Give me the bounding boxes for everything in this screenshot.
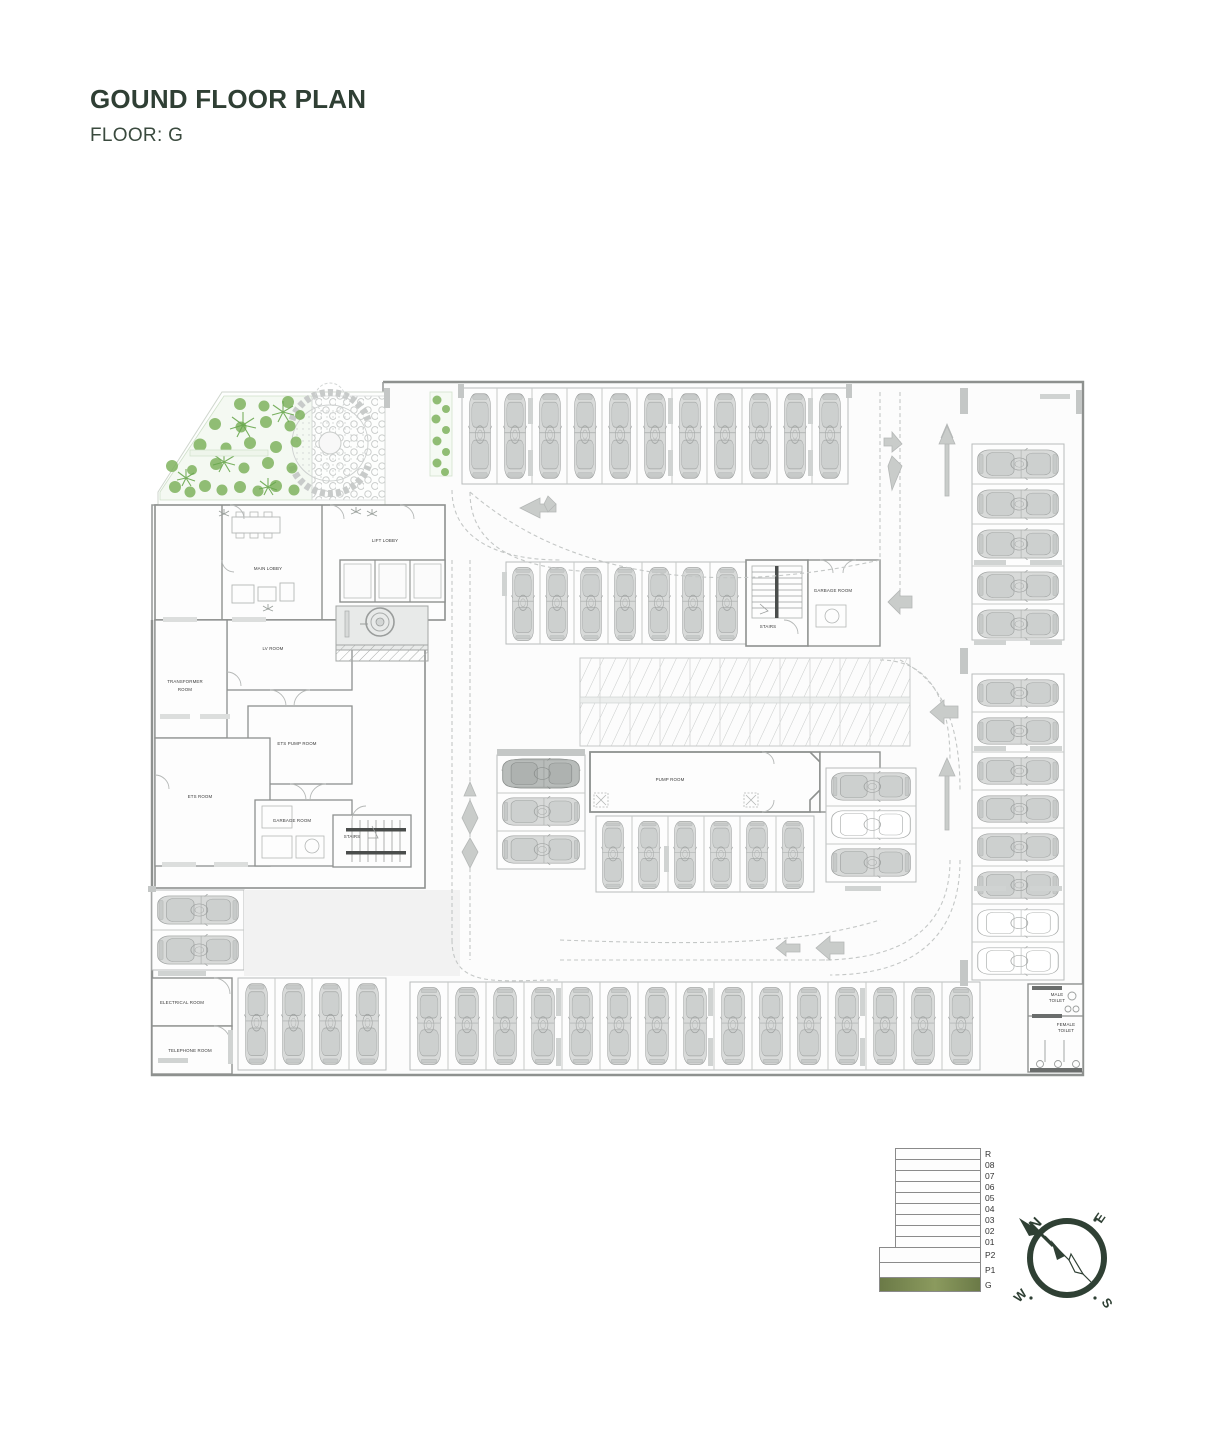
parking-stack-inner-right[interactable] bbox=[825, 767, 917, 891]
arrow-left-top bbox=[519, 495, 557, 519]
room-label: STAIRS bbox=[760, 624, 776, 629]
floor-key-row-p1[interactable]: P1 bbox=[879, 1262, 995, 1277]
circulation-paths bbox=[451, 391, 961, 982]
vehicle-ramp bbox=[579, 657, 911, 747]
compass-s-label: S bbox=[1099, 1295, 1116, 1311]
arrow-up-right-1 bbox=[938, 422, 956, 497]
floor-key-row-04[interactable]: 04 bbox=[895, 1203, 994, 1214]
floor-key-row-07[interactable]: 07 bbox=[895, 1170, 994, 1181]
floor-key-label: 01 bbox=[985, 1237, 995, 1247]
parking-row-top[interactable] bbox=[458, 384, 852, 485]
compass-e-label: E bbox=[1091, 1210, 1108, 1226]
floor-key-label: 05 bbox=[985, 1193, 995, 1203]
compass-rose: N E S W bbox=[1005, 1198, 1120, 1316]
room-label: ROOM bbox=[178, 687, 192, 692]
arrow-updown-center-left bbox=[461, 780, 479, 869]
parking-column-right-lower[interactable] bbox=[971, 673, 1065, 981]
room-labels: MAIN LOBBY LIFT LOBBY LV ROOM TRANSFORMER RO… bbox=[160, 538, 1075, 1053]
arrow-up-right-2 bbox=[938, 757, 956, 831]
direction-arrows bbox=[461, 422, 959, 961]
floor-key-label: 07 bbox=[985, 1171, 995, 1181]
room-label: PUMP ROOM bbox=[656, 777, 685, 782]
floor-key-row-03[interactable]: 03 bbox=[895, 1214, 994, 1225]
floor-key-row-01[interactable]: 01 bbox=[895, 1236, 994, 1247]
room-label: MAIN LOBBY bbox=[254, 566, 282, 571]
floor-key-label: 08 bbox=[985, 1160, 995, 1170]
arrow-down-right-1 bbox=[883, 430, 903, 492]
floor-key-row-r[interactable]: R bbox=[895, 1148, 991, 1159]
floor-key-label: 02 bbox=[985, 1226, 995, 1236]
floor-key-label: P1 bbox=[985, 1265, 996, 1275]
room-label: MALE bbox=[1051, 992, 1064, 997]
floor-key-row-08[interactable]: 08 bbox=[895, 1159, 994, 1170]
room-label: TRANSFORMER bbox=[167, 679, 203, 684]
page-title: GOUND FLOOR PLAN bbox=[90, 84, 367, 114]
title-block: GOUND FLOOR PLAN FLOOR: G bbox=[90, 84, 366, 147]
central-core bbox=[745, 559, 881, 647]
room-label: LIFT LOBBY bbox=[372, 538, 398, 543]
floor-key-label: R bbox=[985, 1149, 992, 1159]
lobby-and-service-block bbox=[154, 504, 446, 889]
floor-key-row-05[interactable]: 05 bbox=[895, 1192, 994, 1203]
floor-key-label: 06 bbox=[985, 1182, 995, 1192]
parking-stack-center-left[interactable] bbox=[496, 749, 586, 870]
floor-key-row-g[interactable]: G bbox=[879, 1277, 992, 1292]
turntable-bay bbox=[335, 605, 429, 662]
room-label: TELEPHONE ROOM bbox=[168, 1048, 212, 1053]
parking-row-bottom[interactable] bbox=[409, 981, 981, 1071]
room-label: TOILET bbox=[1058, 1028, 1074, 1033]
room-label: LV ROOM bbox=[263, 646, 284, 651]
room-label: ETS ROOM bbox=[188, 794, 213, 799]
floor-key-label: G bbox=[985, 1279, 992, 1290]
floor-key-label: P2 bbox=[985, 1250, 996, 1260]
arrow-left-mid2 bbox=[929, 699, 959, 725]
parking-row-center-lower[interactable] bbox=[595, 815, 815, 893]
structural-columns bbox=[148, 388, 1082, 986]
room-label: TOILET bbox=[1049, 998, 1065, 1003]
parking-bottom-left[interactable] bbox=[151, 889, 460, 1075]
floor-key-row-p2[interactable]: P2 bbox=[879, 1247, 995, 1262]
room-label: GARBAGE ROOM bbox=[814, 588, 853, 593]
floor-key-label: 04 bbox=[985, 1204, 995, 1214]
room-label: STAIRS bbox=[344, 834, 360, 839]
floor-label: FLOOR: G bbox=[90, 125, 184, 146]
room-label: ETS PUMP ROOM bbox=[277, 741, 316, 746]
floor-key-row-06[interactable]: 06 bbox=[895, 1181, 994, 1192]
arrow-left-mid bbox=[887, 589, 913, 615]
room-label: ELECTRICAL ROOM bbox=[160, 1000, 204, 1005]
arrow-left-bottom bbox=[775, 935, 845, 961]
landscape-garden bbox=[154, 382, 453, 611]
toilets-block bbox=[1027, 983, 1084, 1073]
room-label: FEMALE bbox=[1057, 1022, 1075, 1027]
parking-row-center[interactable] bbox=[502, 561, 747, 645]
parking-column-right-upper[interactable] bbox=[971, 394, 1070, 645]
compass-w-label: W bbox=[1011, 1285, 1031, 1305]
floor-key-row-02[interactable]: 02 bbox=[895, 1225, 994, 1236]
floor-key-label: 03 bbox=[985, 1215, 995, 1225]
room-label: GARBAGE ROOM bbox=[273, 818, 312, 823]
